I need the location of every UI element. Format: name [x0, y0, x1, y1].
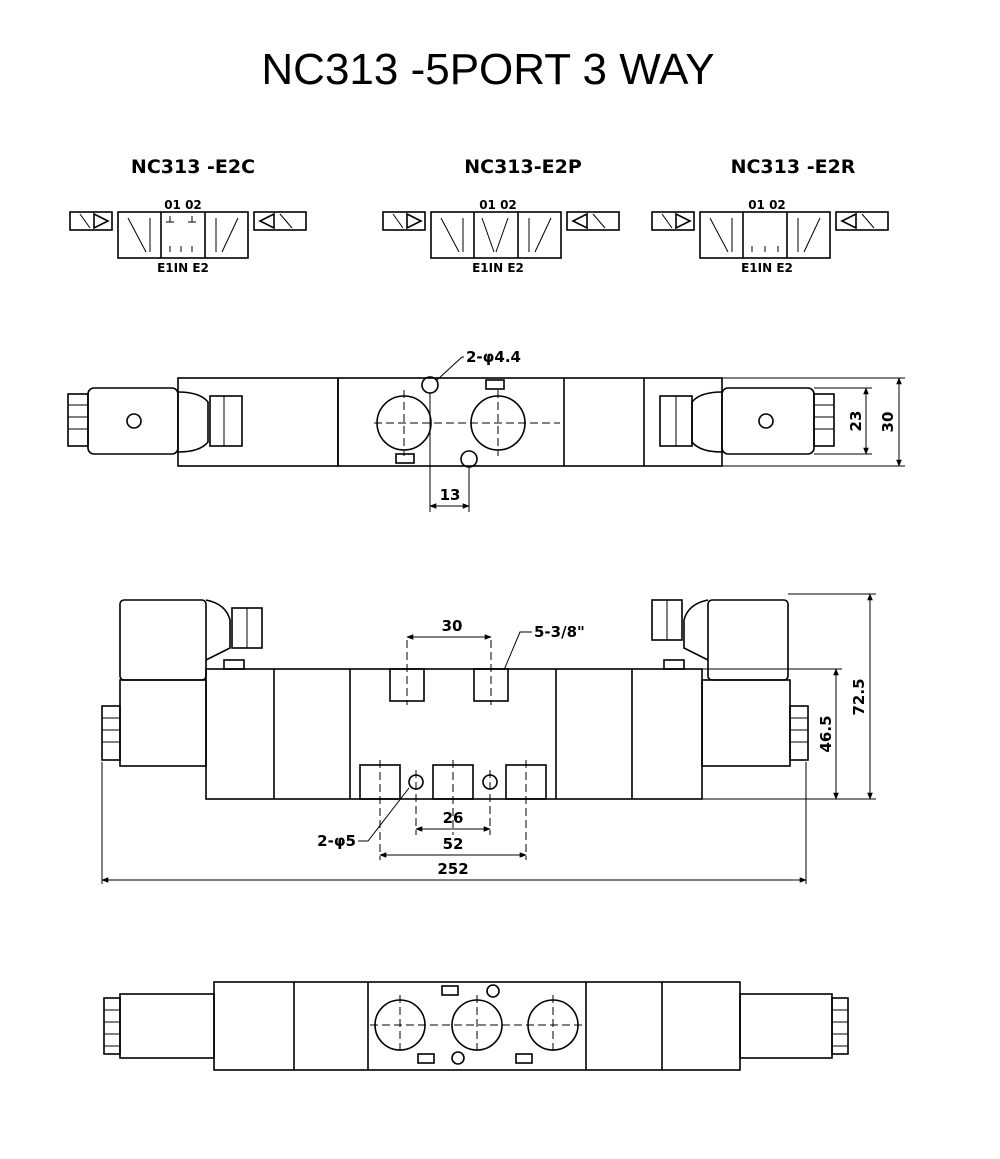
ports-top-e2r: 01 02 — [748, 198, 786, 212]
dim-port-thread: 5-3/8" — [534, 623, 585, 641]
model-label-e2r: NC313 -E2R — [731, 156, 856, 178]
dim-height-465: 46.5 — [817, 715, 835, 752]
dim-pitch-13: 13 — [440, 486, 461, 504]
ports-bottom-e2p: E1IN E2 — [472, 261, 524, 275]
top-view: 2-φ4.4 13 23 30 — [67, 348, 905, 512]
ports-bottom-e2c: E1IN E2 — [157, 261, 209, 275]
ports-bottom-e2r: E1IN E2 — [741, 261, 793, 275]
model-label-e2p: NC313-E2P — [464, 156, 582, 178]
ports-top-e2p: 01 02 — [479, 198, 517, 212]
front-view: 30 5-3/8" 26 52 2-φ5 252 46.5 72.5 — [101, 593, 876, 884]
bottom-view — [103, 981, 849, 1071]
dim-pitch-52: 52 — [443, 835, 464, 853]
ports-top-e2c: 01 02 — [164, 198, 202, 212]
coil-screw-icon — [126, 413, 142, 429]
valve-symbol-e2r: 01 02 E1IN E2 — [651, 198, 889, 275]
dim-hole-top: 2-φ4.4 — [466, 348, 521, 366]
dim-height-725: 72.5 — [850, 678, 868, 715]
model-label-e2c: NC313 -E2C — [131, 156, 255, 178]
valve-symbol-e2c: 01 02 E1IN E2 — [69, 198, 307, 275]
valve-symbol-e2p: 01 02 E1IN E2 — [382, 198, 620, 275]
dim-height-23: 23 — [847, 411, 865, 432]
dim-hole-front: 2-φ5 — [317, 832, 356, 850]
dim-length-252: 252 — [437, 860, 468, 878]
page-title: NC313 -5PORT 3 WAY — [261, 45, 714, 94]
coil-screw-icon — [758, 413, 774, 429]
dim-port-pitch-30: 30 — [442, 617, 463, 635]
dim-height-30: 30 — [879, 412, 897, 433]
dim-pitch-26: 26 — [443, 809, 464, 827]
